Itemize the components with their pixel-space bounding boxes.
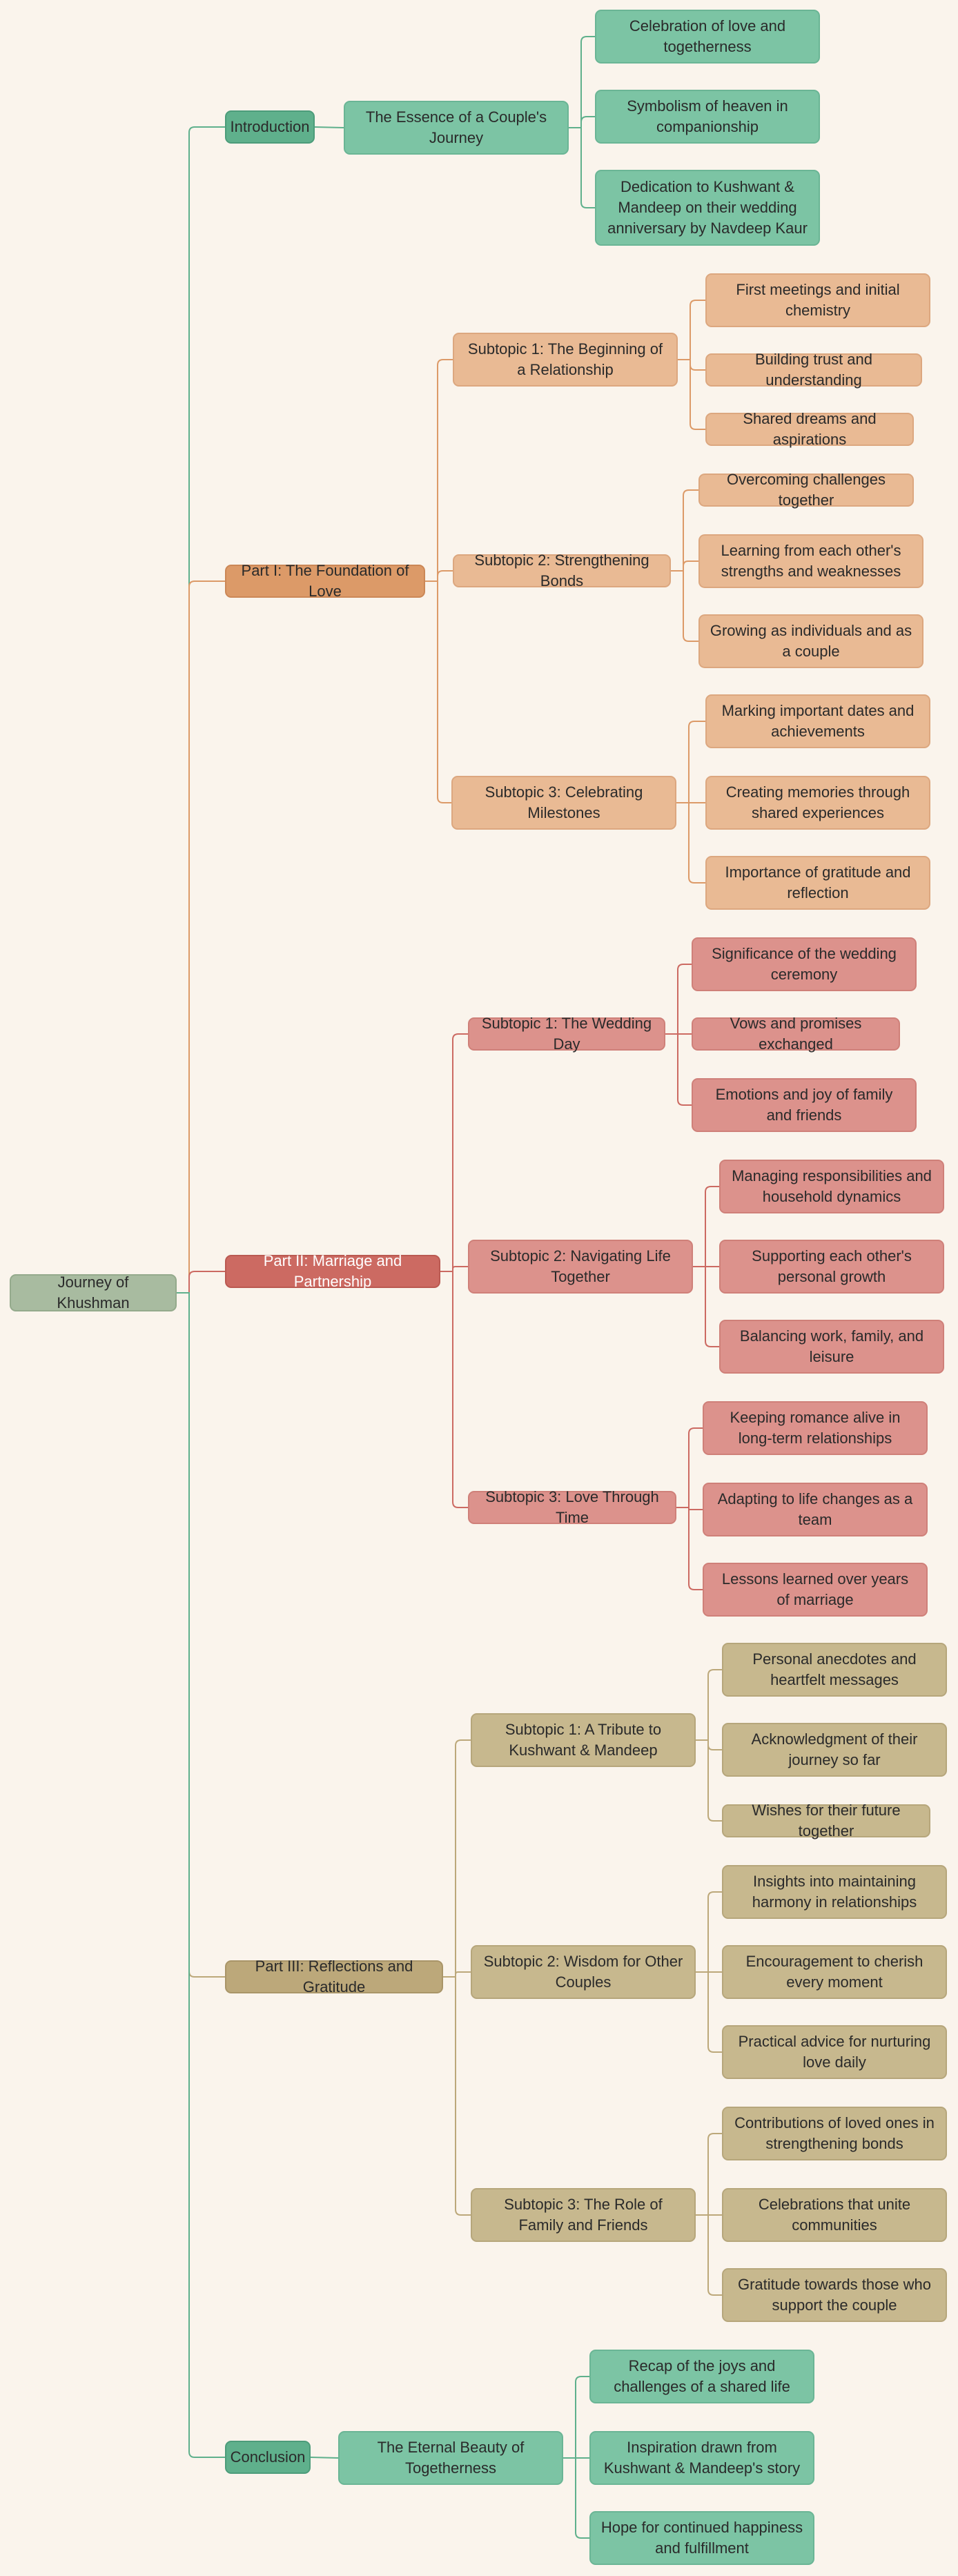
edge-topic-0-0-to-leaf-2	[569, 127, 595, 208]
topic-essence-of-journey[interactable]: The Essence of a Couple's Journey	[344, 101, 569, 155]
edge-root-to-branch-0	[177, 126, 225, 1294]
leaf-recap[interactable]: Recap of the joys and challenges of a sh…	[589, 2350, 814, 2403]
leaf-insights-harmony[interactable]: Insights into maintaining harmony in rel…	[722, 1865, 947, 1919]
leaf-celebration-of-love[interactable]: Celebration of love and togetherness	[595, 10, 820, 64]
edge-branch-4-to-topic-0	[310, 2457, 339, 2459]
leaf-marking-dates[interactable]: Marking important dates and achievements	[705, 694, 930, 748]
leaf-celebrations[interactable]: Celebrations that unite communities	[722, 2188, 947, 2242]
leaf-contributions[interactable]: Contributions of loved ones in strengthe…	[722, 2107, 947, 2160]
leaf-shared-dreams[interactable]: Shared dreams and aspirations	[705, 410, 914, 448]
leaf-creating-memories[interactable]: Creating memories through shared experie…	[705, 776, 930, 830]
leaf-learning-from-each-other[interactable]: Learning from each other's strengths and…	[698, 534, 923, 588]
branch-part-two[interactable]: Part II: Marriage and Partnership	[225, 1252, 440, 1290]
leaf-wishes-future[interactable]: Wishes for their future together	[722, 1802, 930, 1840]
topic-strengthening-bonds[interactable]: Subtopic 2: Strengthening Bonds	[453, 552, 671, 589]
topic-beginning-of-relationship[interactable]: Subtopic 1: The Beginning of a Relations…	[453, 333, 678, 387]
leaf-vows-promises[interactable]: Vows and promises exchanged	[692, 1015, 900, 1053]
edge-topic-1-1-to-leaf-1	[671, 560, 698, 572]
topic-navigating-life[interactable]: Subtopic 2: Navigating Life Together	[468, 1240, 693, 1294]
topic-celebrating-milestones[interactable]: Subtopic 3: Celebrating Milestones	[451, 776, 676, 830]
edge-topic-4-0-to-leaf-2	[563, 2457, 589, 2539]
leaf-gratitude-supporters[interactable]: Gratitude towards those who support the …	[722, 2268, 947, 2322]
edge-topic-1-0-to-leaf-1	[678, 359, 705, 371]
leaf-supporting-growth[interactable]: Supporting each other's personal growth	[719, 1240, 944, 1294]
edge-topic-2-2-to-leaf-2	[676, 1507, 703, 1590]
topic-wedding-day[interactable]: Subtopic 1: The Wedding Day	[468, 1015, 665, 1053]
root-node[interactable]: Journey of Khushman	[10, 1274, 177, 1311]
branch-conclusion[interactable]: Conclusion	[225, 2441, 311, 2474]
edge-root-to-branch-3	[177, 1292, 225, 1978]
topic-wisdom-for-couples[interactable]: Subtopic 2: Wisdom for Other Couples	[471, 1945, 696, 1999]
edge-topic-3-1-to-leaf-0	[696, 1891, 722, 1973]
edge-topic-3-0-to-leaf-2	[696, 1739, 722, 1822]
edge-branch-3-to-topic-2	[443, 1976, 471, 2216]
edge-root-to-branch-2	[177, 1271, 225, 1294]
edge-branch-2-to-topic-2	[440, 1271, 468, 1508]
leaf-hope[interactable]: Hope for continued happiness and fulfill…	[589, 2511, 814, 2565]
edge-topic-1-0-to-leaf-2	[678, 359, 705, 430]
edge-topic-2-1-to-leaf-0	[693, 1186, 719, 1267]
edge-branch-1-to-topic-0	[425, 359, 453, 582]
edge-topic-4-0-to-leaf-0	[563, 2376, 589, 2459]
edge-topic-1-1-to-leaf-2	[671, 570, 698, 642]
leaf-building-trust[interactable]: Building trust and understanding	[705, 351, 922, 389]
leaf-acknowledgment[interactable]: Acknowledgment of their journey so far	[722, 1723, 947, 1777]
leaf-keeping-romance[interactable]: Keeping romance alive in long-term relat…	[703, 1401, 928, 1455]
topic-tribute[interactable]: Subtopic 1: A Tribute to Kushwant & Mand…	[471, 1713, 696, 1767]
edge-branch-1-to-topic-2	[425, 580, 451, 803]
leaf-balancing-work[interactable]: Balancing work, family, and leisure	[719, 1320, 944, 1374]
leaf-practical-advice[interactable]: Practical advice for nurturing love dail…	[722, 2025, 947, 2079]
topic-eternal-beauty[interactable]: The Eternal Beauty of Togetherness	[338, 2431, 563, 2485]
edge-topic-3-1-to-leaf-2	[696, 1971, 722, 2053]
leaf-emotions-joy[interactable]: Emotions and joy of family and friends	[692, 1078, 917, 1132]
leaf-wedding-ceremony[interactable]: Significance of the wedding ceremony	[692, 937, 917, 991]
leaf-gratitude-reflection[interactable]: Importance of gratitude and reflection	[705, 856, 930, 910]
leaf-first-meetings[interactable]: First meetings and initial chemistry	[705, 273, 930, 327]
leaf-overcoming-challenges[interactable]: Overcoming challenges together	[698, 471, 914, 509]
edge-root-to-branch-1	[177, 580, 225, 1294]
edge-topic-2-1-to-leaf-2	[693, 1266, 719, 1347]
branch-part-one[interactable]: Part I: The Foundation of Love	[225, 562, 425, 600]
leaf-adapting-changes[interactable]: Adapting to life changes as a team	[703, 1483, 928, 1536]
edge-topic-1-2-to-leaf-2	[676, 802, 705, 884]
leaf-growing-as-individuals[interactable]: Growing as individuals and as a couple	[698, 614, 923, 668]
edge-topic-3-0-to-leaf-0	[696, 1669, 722, 1741]
branch-introduction[interactable]: Introduction	[225, 110, 315, 144]
leaf-personal-anecdotes[interactable]: Personal anecdotes and heartfelt message…	[722, 1643, 947, 1697]
edge-branch-0-to-topic-0	[314, 126, 344, 128]
edge-topic-0-0-to-leaf-0	[569, 36, 595, 128]
edge-branch-3-to-topic-0	[443, 1739, 471, 1978]
edge-topic-0-0-to-leaf-1	[569, 116, 595, 128]
leaf-symbolism-of-heaven[interactable]: Symbolism of heaven in companionship	[595, 90, 820, 144]
topic-love-through-time[interactable]: Subtopic 3: Love Through Time	[468, 1488, 676, 1526]
edge-topic-3-2-to-leaf-2	[696, 2214, 722, 2296]
edge-branch-2-to-topic-0	[440, 1033, 468, 1272]
edge-root-to-branch-4	[177, 1292, 225, 2458]
edge-topic-1-0-to-leaf-0	[678, 300, 705, 360]
leaf-encouragement[interactable]: Encouragement to cherish every moment	[722, 1945, 947, 1999]
edge-topic-1-1-to-leaf-0	[671, 489, 698, 572]
topic-family-friends[interactable]: Subtopic 3: The Role of Family and Frien…	[471, 2188, 696, 2242]
edge-branch-3-to-topic-1	[443, 1971, 471, 1978]
edge-branch-2-to-topic-1	[440, 1266, 468, 1272]
edge-topic-3-2-to-leaf-0	[696, 2133, 722, 2216]
edge-branch-1-to-topic-1	[425, 570, 453, 582]
leaf-managing-responsibilities[interactable]: Managing responsibilities and household …	[719, 1160, 944, 1213]
branch-part-three[interactable]: Part III: Reflections and Gratitude	[225, 1958, 443, 1996]
edge-topic-1-2-to-leaf-0	[676, 721, 705, 803]
edge-topic-2-2-to-leaf-0	[676, 1427, 703, 1508]
leaf-lessons-learned[interactable]: Lessons learned over years of marriage	[703, 1563, 928, 1617]
leaf-inspiration[interactable]: Inspiration drawn from Kushwant & Mandee…	[589, 2431, 814, 2485]
leaf-dedication[interactable]: Dedication to Kushwant & Mandeep on thei…	[595, 170, 820, 246]
edge-topic-2-0-to-leaf-2	[665, 1033, 692, 1106]
edge-topic-2-0-to-leaf-0	[665, 964, 692, 1035]
